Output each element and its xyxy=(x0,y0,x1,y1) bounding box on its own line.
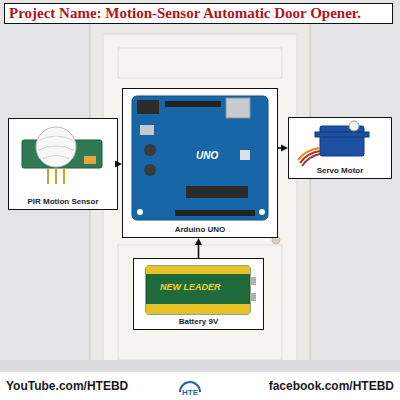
pir-sensor-illustration xyxy=(22,127,102,184)
arduino-board-illustration-part xyxy=(140,125,154,135)
arrow-head xyxy=(195,238,202,245)
pir-sensor-illustration-part xyxy=(84,156,96,164)
actuator-box: Servo Motor xyxy=(288,117,392,179)
arduino-board-illustration-part xyxy=(175,210,255,216)
footer-band-part xyxy=(0,372,400,400)
box-grounds xyxy=(8,88,392,330)
box-grounds-part xyxy=(133,258,264,330)
door-scene-part xyxy=(118,245,282,360)
connector-arrow xyxy=(115,161,122,168)
battery-brand: NEW LEADER xyxy=(160,282,221,292)
connector-arrow xyxy=(195,238,202,258)
servo-motor-illustration-part xyxy=(302,154,320,166)
arduino-board-illustration-part xyxy=(259,209,265,215)
pir-sensor-illustration-part xyxy=(38,136,74,159)
pir-sensor-illustration-part xyxy=(36,127,76,167)
servo-motor-illustration xyxy=(298,121,369,166)
arrow-head xyxy=(115,161,122,168)
box-grounds-part xyxy=(8,118,118,210)
servo-motor-illustration-part xyxy=(349,121,359,131)
title-text: Project Name: Motion-Sensor Automatic Do… xyxy=(9,5,361,22)
battery-illustration-part xyxy=(250,277,256,285)
node-label: Arduino UNO xyxy=(173,225,228,235)
sensor-box: PIR Motion Sensor xyxy=(8,118,118,210)
arduino-board-illustration-part xyxy=(132,96,268,220)
footer-band xyxy=(0,372,400,400)
footer-link: facebook.com/HTEBD xyxy=(269,379,394,393)
node-text-group: Servo Motor xyxy=(289,166,391,176)
pir-sensor-illustration-part xyxy=(47,168,49,184)
battery-illustration-part xyxy=(146,266,250,274)
arduino-board-illustration-part xyxy=(186,186,248,198)
servo-motor-illustration-part xyxy=(320,126,364,156)
node-text-group: Battery 9V xyxy=(134,317,263,327)
board-marking: UNO xyxy=(196,150,218,161)
battery-illustration-part xyxy=(146,304,250,314)
node-text-group: PIR Motion Sensor xyxy=(9,197,117,207)
pir-sensor-illustration-part xyxy=(55,168,57,184)
node-label: Battery 9V xyxy=(177,317,221,327)
battery-illustration-part xyxy=(250,293,256,301)
door-scene-part xyxy=(103,34,297,400)
battery-illustration xyxy=(146,266,256,314)
arduino-board-illustration-part xyxy=(144,144,156,156)
footer-link: YouTube.com/HTEBD xyxy=(6,379,128,393)
door-scene-part xyxy=(118,48,282,78)
arrow-head xyxy=(281,145,288,152)
power-box: Battery 9V xyxy=(133,258,264,330)
arduino-board-illustration-part xyxy=(137,100,159,114)
arduino-board-illustration-part xyxy=(240,150,250,160)
box-grounds-part xyxy=(122,88,278,238)
battery-illustration-part xyxy=(146,266,250,314)
arduino-board-illustration-part xyxy=(226,98,250,118)
connector-arrow xyxy=(278,145,288,152)
arduino-board-illustration xyxy=(132,96,268,220)
node-label: Servo Motor xyxy=(315,166,366,176)
controller-box: Arduino UNO xyxy=(122,88,278,238)
servo-motor-illustration-part xyxy=(315,132,369,137)
arduino-board-illustration-part xyxy=(144,164,156,176)
node-label: PIR Motion Sensor xyxy=(25,197,100,207)
arduino-board-illustration-part xyxy=(165,101,221,107)
pir-sensor-illustration-part xyxy=(63,168,65,184)
connector-line xyxy=(198,244,200,258)
door-scene-part xyxy=(90,22,310,400)
title-box: Project Name: Motion-Sensor Automatic Do… xyxy=(4,3,393,24)
node-text-group: Arduino UNO xyxy=(123,225,277,235)
logo-text: HTE xyxy=(182,388,198,397)
arduino-board-illustration-part xyxy=(137,209,143,215)
box-grounds-part xyxy=(288,117,392,179)
door-scene-part xyxy=(0,360,400,372)
